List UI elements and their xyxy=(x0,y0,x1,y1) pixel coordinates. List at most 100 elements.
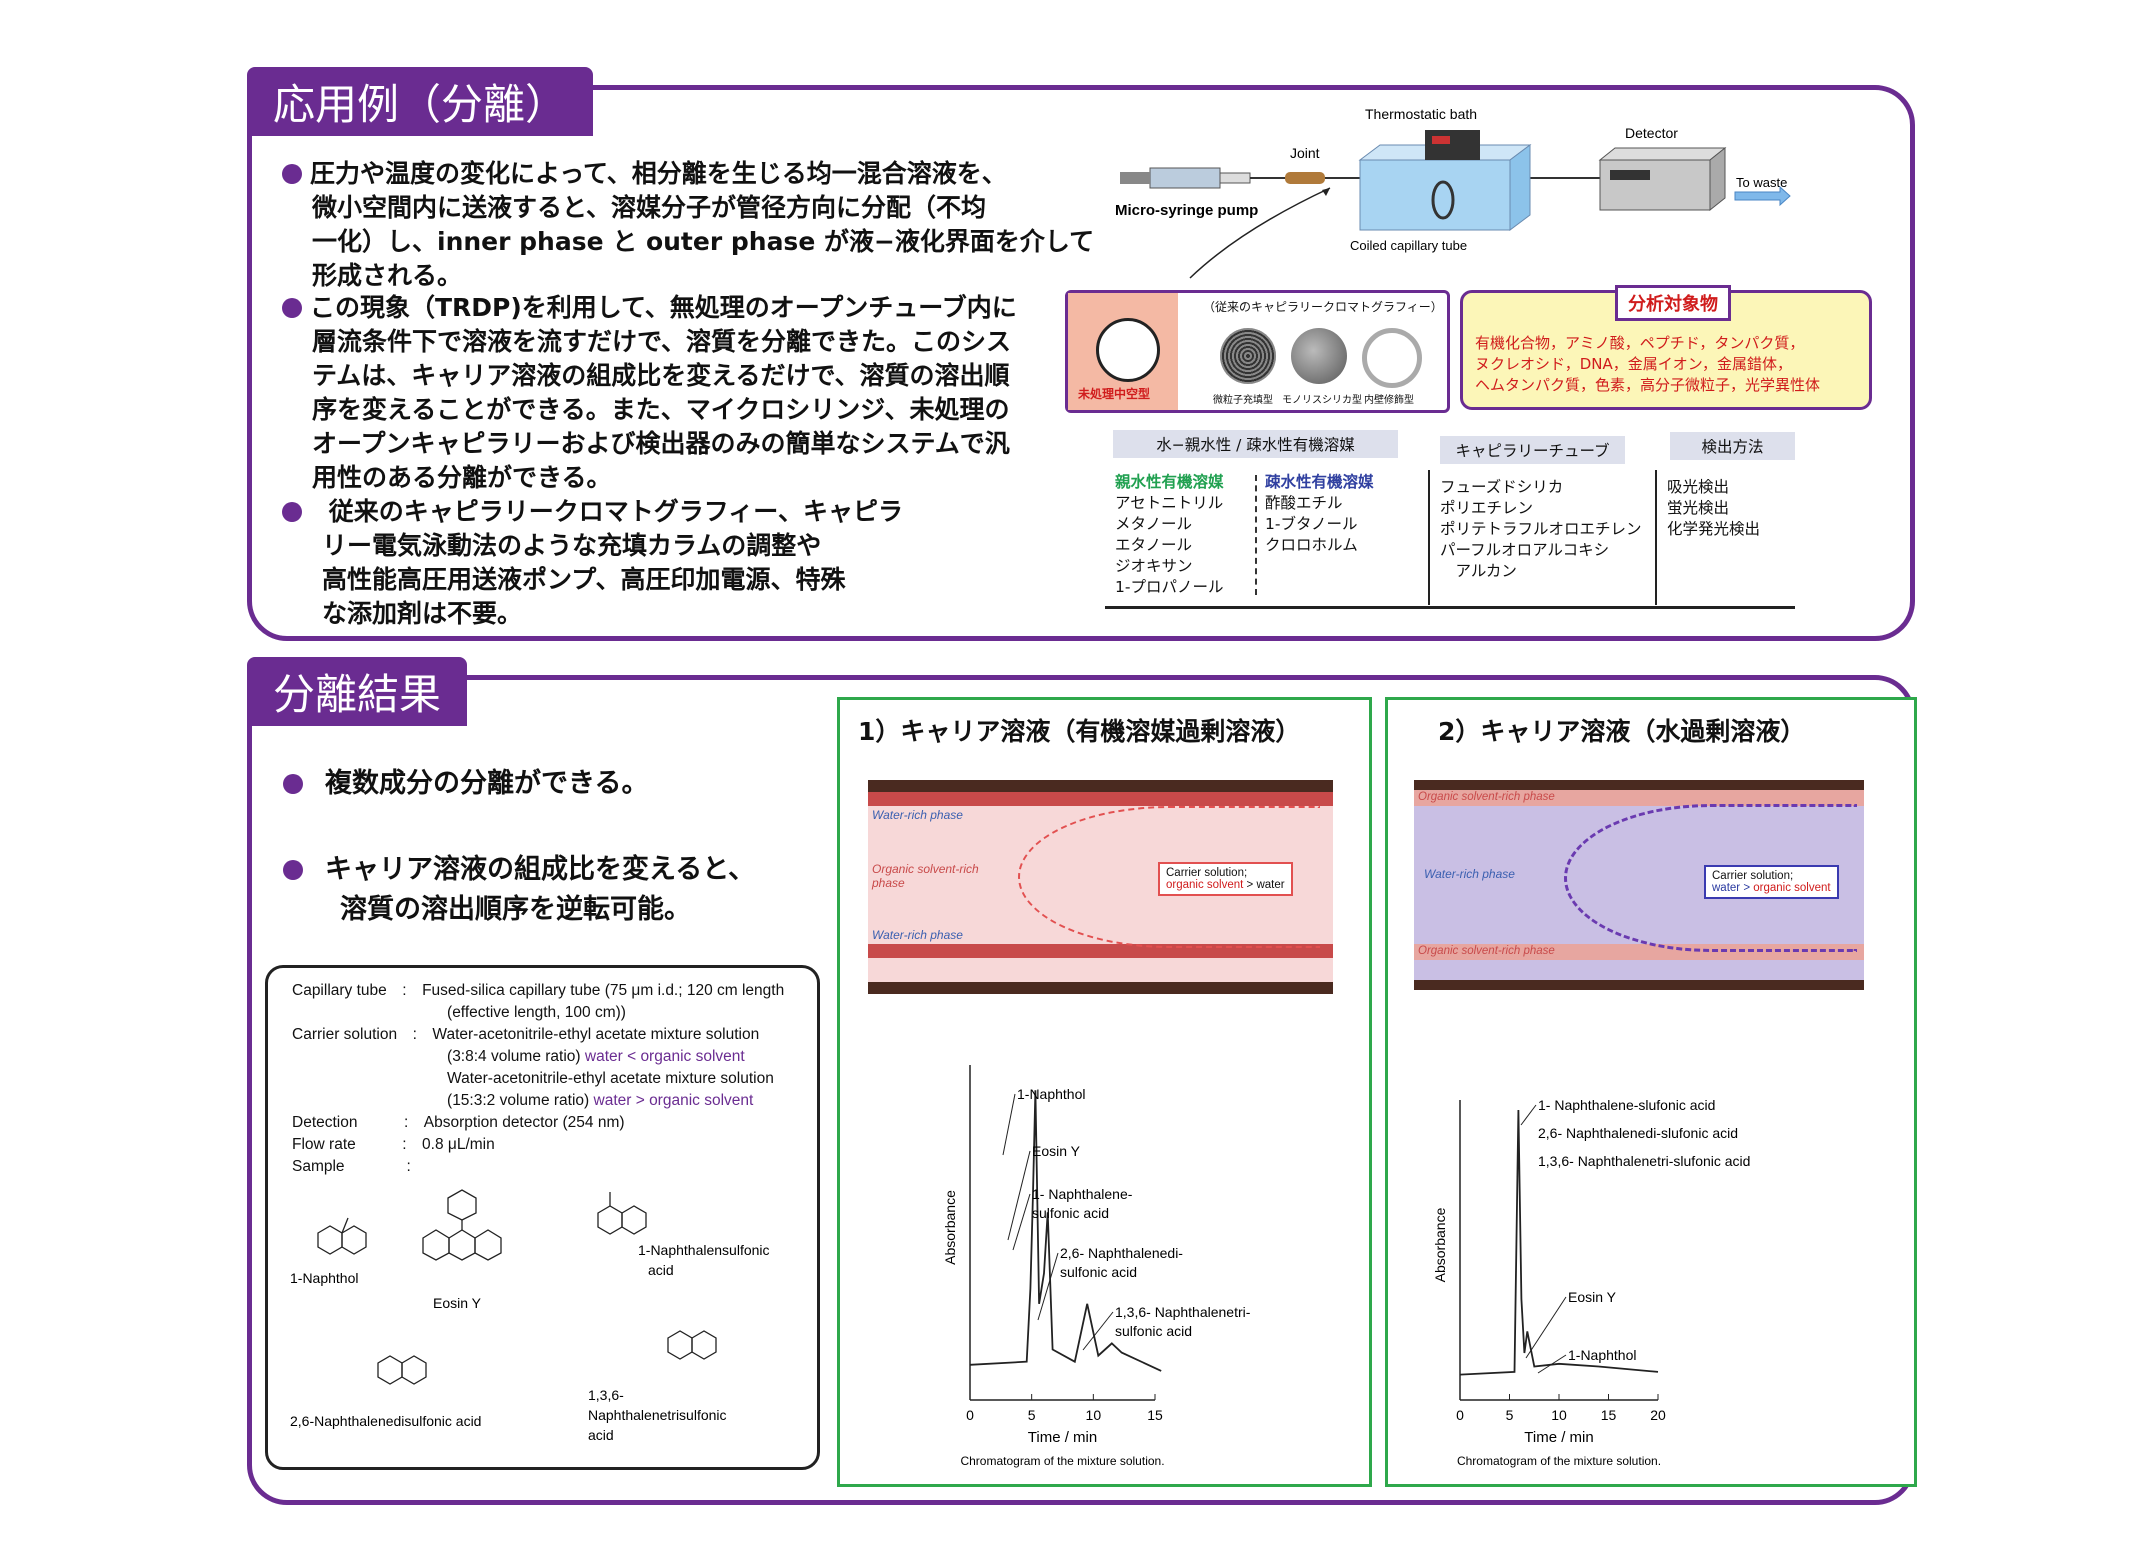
bullet-dot xyxy=(283,774,303,794)
phase-top: Organic solvent-rich phase xyxy=(1418,791,1555,803)
conventional-label: （従来のキャピラリークロマトグラフィー） xyxy=(1203,300,1443,314)
hydrophilic-divider xyxy=(1255,475,1257,595)
tube-column: フューズドシリカ ポリエチレン ポリテトラフルオロエチレン パーフルオロアルコキ… xyxy=(1440,478,1642,580)
detector-icon xyxy=(1598,146,1727,212)
col-divider-1 xyxy=(1428,470,1430,605)
peak-pointer xyxy=(1520,1104,1537,1126)
peak-pointer xyxy=(1012,1193,1031,1251)
type-label-2: モノリスシリカ型 xyxy=(1282,395,1362,406)
bullet-1: 圧力や温度の変化によって、相分離を生じる均一混合溶液を、 微小空間内に送液すると… xyxy=(282,157,1094,293)
detector-label: Detector xyxy=(1625,125,1678,141)
waste-label: To waste xyxy=(1736,175,1787,190)
result-title-water: 2）キャリア溶液（水過剰溶液） xyxy=(1438,717,1806,746)
peak-label: 2,6- Naphthalenedi- xyxy=(1060,1245,1183,1261)
x-tick-label: 10 xyxy=(1551,1407,1567,1423)
x-tick-label: 20 xyxy=(1650,1407,1666,1423)
result-title-organic: 1）キャリア溶液（有機溶媒過剰溶液） xyxy=(858,717,1301,746)
sample-trisulfonic-2: Naphthalenetrisulfonic xyxy=(588,1407,727,1423)
results-bullet-1: 複数成分の分離ができる。 xyxy=(283,767,648,801)
type-label-1: 微粒子充填型 xyxy=(1213,395,1273,406)
peak-pointer xyxy=(1525,1296,1567,1359)
results-bullet-2: キャリア溶液の組成比を変えると、 溶質の溶出順序を逆転可能。 xyxy=(283,850,755,930)
peak-pointer xyxy=(1037,1252,1059,1321)
peak-label: Eosin Y xyxy=(1568,1289,1617,1305)
peak-label: sulfonic acid xyxy=(1060,1264,1137,1280)
sample-naphthalenedisulfonic: 2,6-Naphthalenedisulfonic acid xyxy=(290,1413,481,1429)
x-tick-label: 15 xyxy=(1601,1407,1617,1423)
carrier-note-organic: Carrier solution;organic solvent > water xyxy=(1158,862,1293,896)
result-box-water: 2）キャリア溶液（水過剰溶液） Organic solvent-rich pha… xyxy=(1385,697,1917,1487)
syringe-pump-icon xyxy=(1120,167,1251,189)
conditions-text: Capillary tube : Fused-silica capillary … xyxy=(292,982,785,1175)
chromatogram-trace xyxy=(1459,1109,1659,1376)
chart-caption: Chromatogram of the mixture solution. xyxy=(1457,1454,1661,1468)
phase-bot: Water-rich phase xyxy=(872,928,963,942)
tube-header: キャピラリーチューブ xyxy=(1440,436,1625,464)
peak-label: 1- Naphthalene-slufonic acid xyxy=(1538,1097,1715,1113)
detection-header: 検出方法 xyxy=(1670,432,1795,460)
y-axis-label: Absorbance xyxy=(942,1190,958,1265)
peak-label: 1-Naphthol xyxy=(1568,1347,1637,1363)
col-divider-2 xyxy=(1655,470,1657,605)
x-tick-label: 10 xyxy=(1086,1407,1102,1423)
hollow-tube-icon xyxy=(1096,318,1160,382)
hydrophobic-column: 疎水性有機溶媒 酢酸エチル 1-ブタノール クロロホルム xyxy=(1265,473,1374,554)
untreated-capillary: 未処理中空型 xyxy=(1068,293,1178,410)
application-title: 応用例（分離） xyxy=(247,67,594,136)
table-baseline xyxy=(1105,606,1795,609)
peak-pointer xyxy=(1002,1093,1016,1156)
result-box-organic: 1）キャリア溶液（有機溶媒過剰溶液） Water-rich phase Orga… xyxy=(837,697,1372,1487)
sample-structures: 1-Naphthol Eosin Y 1-Naphthalensulfonic … xyxy=(290,1189,770,1443)
conditions-table: 水−親水性 / 疎水性有機溶媒 キャピラリーチューブ 検出方法 親水性有機溶媒 … xyxy=(1095,430,1795,615)
x-tick-label: 0 xyxy=(966,1407,974,1423)
naphthalenedisulfonic-structure-icon xyxy=(377,1355,427,1385)
peak-label: 2,6- Naphthalenedi-slufonic acid xyxy=(1538,1125,1738,1141)
peak-label: 1-Naphthol xyxy=(1017,1086,1086,1102)
naphthol-structure-icon xyxy=(317,1217,367,1255)
eosin-structure-icon xyxy=(422,1189,502,1261)
analytes-list: 有機化合物，アミノ酸，ペプチド，タンパク質， ヌクレオシド，DNA，金属イオン，… xyxy=(1475,334,1821,394)
analytes-box: 分析対象物 有機化合物，アミノ酸，ペプチド，タンパク質， ヌクレオシド，DNA，… xyxy=(1460,285,1872,410)
results-title: 分離結果 xyxy=(247,657,468,726)
phase-mid: Water-rich phase xyxy=(1424,867,1515,881)
peak-pointer xyxy=(1007,1150,1031,1241)
x-tick-label: 0 xyxy=(1456,1407,1464,1423)
untreated-label: 未処理中空型 xyxy=(1078,387,1151,401)
modified-wall-icon xyxy=(1362,328,1422,388)
sample-naphthol: 1-Naphthol xyxy=(290,1270,359,1286)
type-label-3: 内壁修飾型 xyxy=(1364,395,1414,406)
chromatogram-trace xyxy=(969,1090,1162,1372)
joint-icon xyxy=(1285,172,1325,184)
naphthalenesulfonic-structure-icon xyxy=(597,1192,647,1235)
x-tick-label: 15 xyxy=(1147,1407,1163,1423)
bullet-dot xyxy=(283,860,303,880)
phase-bot: Organic solvent-rich phase xyxy=(1418,945,1555,957)
chart-caption: Chromatogram of the mixture solution. xyxy=(960,1454,1164,1468)
peak-label: 1,3,6- Naphthalenetri- xyxy=(1115,1304,1251,1320)
naphthalenetrisulfonic-structure-icon xyxy=(667,1330,717,1360)
sample-trisulfonic-3: acid xyxy=(588,1427,614,1443)
waste-arrow-icon xyxy=(1734,185,1791,207)
flow-diagram-water: Organic solvent-rich phase Water-rich ph… xyxy=(1414,780,1864,990)
detection-column: 吸光検出 蛍光検出 化学発光検出 xyxy=(1667,478,1761,538)
apparatus-diagram: Thermostatic bath Joint Detector To wast… xyxy=(1115,106,1791,279)
sample-eosin: Eosin Y xyxy=(433,1295,482,1311)
capillary-types-box: 未処理中空型 （従来のキャピラリークロマトグラフィー） 微粒子充填型 モノリスシ… xyxy=(1065,290,1450,413)
sample-trisulfonic-1: 1,3,6- xyxy=(588,1387,624,1403)
x-tick-label: 5 xyxy=(1506,1407,1514,1423)
sample-naphthalenesulfonic: 1-Naphthalensulfonic xyxy=(638,1242,770,1258)
sample-naphthalenesulfonic-acid: acid xyxy=(648,1262,674,1278)
peak-pointer xyxy=(1082,1311,1114,1351)
carrier-note-water: Carrier solution;water > organic solvent xyxy=(1704,865,1839,899)
peak-pointer xyxy=(1537,1354,1567,1374)
bullet-dot xyxy=(282,164,302,184)
peak-label: sulfonic acid xyxy=(1032,1205,1109,1221)
bullet-2: この現象（TRDP)を利用して、無処理のオープンチューブ内に 層流条件下で溶液を… xyxy=(282,291,1017,495)
peak-label: Eosin Y xyxy=(1032,1143,1081,1159)
analytes-title: 分析対象物 xyxy=(1615,285,1731,321)
thermostatic-bath-icon xyxy=(1358,130,1532,231)
